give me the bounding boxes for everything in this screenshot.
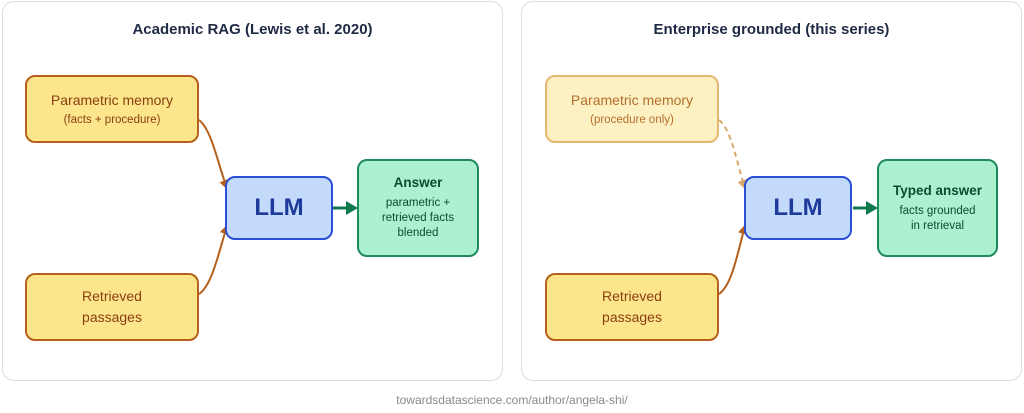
memory-to-llm-arrow [718, 119, 748, 190]
llm-label: LLM [773, 194, 823, 221]
answer-label: Answer [393, 175, 443, 190]
retrieved-line-2: passages [602, 309, 662, 325]
parametric-memory-box: Parametric memory (facts + procedure) [25, 75, 199, 143]
retrieved-passages-box: Retrieved passages [545, 273, 719, 341]
memory-sublabel: (facts + procedure) [63, 114, 161, 126]
memory-sublabel: (procedure only) [590, 114, 674, 126]
panel-title: Enterprise grounded (this series) [653, 21, 890, 38]
llm-label: LLM [254, 194, 304, 221]
answer-sub-line: facts grounded [899, 204, 976, 217]
memory-to-llm-arrow [198, 119, 229, 190]
retrieved-to-llm-arrow [718, 224, 748, 295]
answer-sub-line: blended [397, 227, 439, 239]
parametric-memory-box: Parametric memory (procedure only) [545, 75, 719, 143]
retrieved-to-llm-arrow [198, 224, 230, 295]
source-url: towardsdatascience.com/author/angela-shi… [396, 393, 628, 407]
retrieved-passages-box: Retrieved passages [25, 273, 199, 341]
answer-sub-line: in retrieval [910, 219, 965, 232]
retrieved-line-1: Retrieved [602, 288, 662, 304]
retrieved-line-2: passages [82, 309, 142, 325]
llm-box: LLM [744, 176, 852, 240]
answer-box: Answer parametric + retrieved facts blen… [357, 159, 479, 257]
answer-description: parametric + retrieved facts blended [382, 196, 454, 241]
answer-sub-line: retrieved facts [381, 212, 455, 224]
typed-answer-box: Typed answer facts grounded in retrieval [877, 159, 998, 257]
answer-description: facts grounded in retrieval [899, 204, 975, 234]
retrieved-line-1: Retrieved [82, 288, 142, 304]
panel-title: Academic RAG (Lewis et al. 2020) [132, 21, 373, 38]
memory-label: Parametric memory [50, 92, 174, 108]
answer-label: Typed answer [892, 182, 983, 198]
memory-label: Parametric memory [570, 92, 694, 108]
llm-box: LLM [225, 176, 333, 240]
answer-sub-line: parametric + [385, 197, 451, 209]
